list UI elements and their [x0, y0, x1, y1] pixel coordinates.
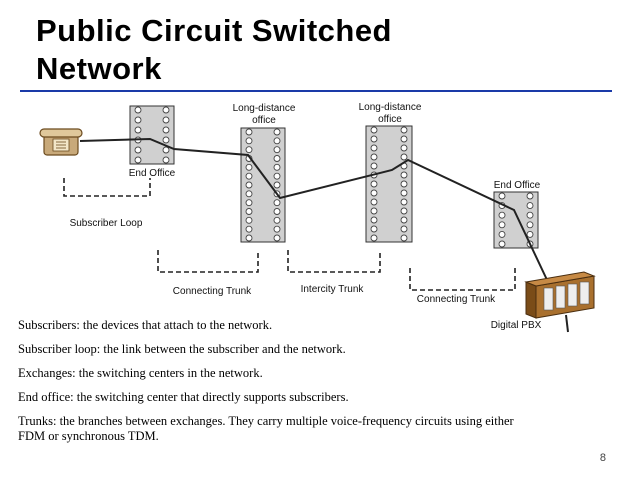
page-number: 8 [599, 452, 606, 464]
switch-group [129, 105, 539, 249]
end-office-right-switch [493, 191, 539, 249]
note-subscriber-loop: Subscriber loop: the link between the su… [18, 342, 346, 356]
connecting-trunk-right-bracket [409, 268, 516, 291]
note-exchanges: Exchanges: the switching centers in the … [18, 366, 263, 380]
long-distance-office-2-label-line-2: office [378, 114, 402, 125]
telephone-icon [39, 128, 83, 156]
note-trunks: Trunks: the branches between exchanges. … [18, 414, 514, 443]
digital-pbx-icon [524, 271, 596, 319]
subscriber-loop-bracket [63, 178, 151, 197]
long-distance-office-2-switch [365, 125, 413, 243]
notes-list: Subscribers: the devices that attach to … [18, 318, 538, 453]
connecting-trunk-left-bracket [157, 250, 259, 273]
subscriber-loop-label: Subscriber Loop [70, 218, 143, 229]
end-office-left-label: End Office [129, 168, 176, 179]
intercity-trunk-bracket [287, 250, 381, 273]
slide-title: Public Circuit Switched Network [36, 12, 392, 88]
connecting-trunk-left-label: Connecting Trunk [173, 286, 252, 297]
note-end-office: End office: the switching center that di… [18, 390, 349, 404]
intercity-trunk-label: Intercity Trunk [301, 284, 365, 295]
circuit-path [79, 137, 549, 283]
long-distance-office-2-label-line-1: Long-distance [359, 102, 422, 113]
digital-pbx-label: Digital PBX [491, 320, 542, 331]
pbx-drop-line [565, 314, 569, 333]
end-office-left-switch [129, 105, 175, 165]
title-underline [20, 90, 612, 92]
slide-title-line-1: Public Circuit Switched [36, 13, 392, 48]
note-subscribers: Subscribers: the devices that attach to … [18, 318, 273, 332]
long-distance-office-1-label-line-2: office [252, 115, 276, 126]
connecting-trunk-right-label: Connecting Trunk [417, 294, 496, 305]
long-distance-office-1-switch [240, 127, 286, 243]
slide-title-line-2: Network [36, 51, 162, 86]
end-office-right-label: End Office [494, 180, 541, 191]
long-distance-office-1-label-line-1: Long-distance [233, 103, 296, 114]
